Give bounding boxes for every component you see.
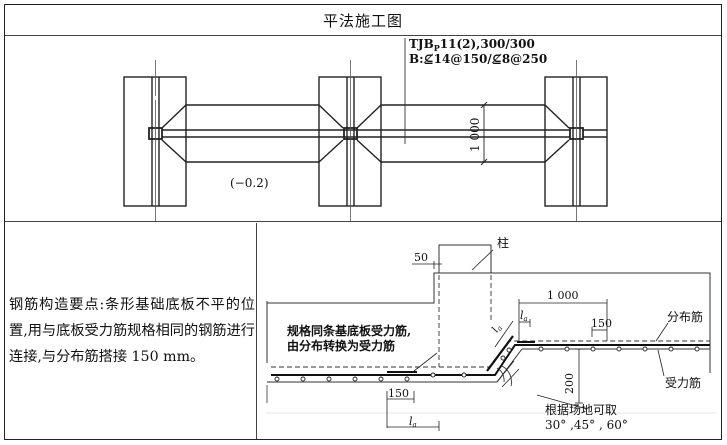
leader-lines (413, 249, 669, 410)
elevation-label: (−0.2) (230, 176, 269, 190)
middle-footing (318, 76, 382, 207)
width-dimension-line (480, 101, 488, 166)
beam-annotation-line2: B:⊈14@150/⊈8@250 (409, 52, 547, 66)
section-view-cell: 柱 50 1 000 150 150 200 la la la 规格同条基底板受… (257, 223, 721, 439)
slope-note-line2: 30° ,45° , 60° (545, 418, 628, 432)
footing-outline (266, 244, 711, 383)
dimension-lines (386, 261, 608, 431)
main-bar-label: 受力筋 (665, 375, 701, 390)
width-dimension-label: 1 000 (468, 118, 482, 152)
title-row: 平法施工图 (5, 5, 721, 36)
beam-annotation-line1: TJBP11(2),300/300 (409, 37, 535, 53)
drawing-table: 平法施工图 (4, 4, 722, 440)
plan-view-drawing: 1 000 TJBP11(2),300/300 B:⊈14@150/⊈8@250… (123, 37, 608, 221)
slope-note-line1: 根据场地可取 (545, 403, 617, 417)
lap-dimension-right-label: 150 (591, 317, 612, 330)
left-callout-line1: 规格同条基底板受力筋, (287, 323, 411, 338)
left-footing (123, 76, 187, 207)
left-callout-line2: 由分布转换为受力筋 (287, 338, 395, 353)
construction-note-cell: 钢筋构造要点:条形基础底板不平的位置,用与底板受力筋规格相同的钢筋进行连接,与分… (5, 223, 257, 439)
section-view-drawing: 柱 50 1 000 150 150 200 la la la 规格同条基底板受… (265, 235, 717, 432)
plan-view-cell: 1 000 TJBP11(2),300/300 B:⊈14@150/⊈8@250… (5, 36, 721, 222)
right-footing (544, 76, 608, 207)
anchor-length-label-bottom: la (409, 415, 417, 429)
column-label: 柱 (497, 235, 509, 250)
dashed-outlines (271, 275, 710, 368)
construction-note-text: 钢筋构造要点:条形基础底板不平的位置,用与底板受力筋规格相同的钢筋进行连接,与分… (9, 297, 255, 365)
plan-outline (123, 76, 608, 207)
axis-lines (154, 60, 577, 221)
height-dimension-label: 200 (563, 373, 576, 394)
lap-dimension-left-label: 150 (388, 387, 409, 400)
distribution-bar-label: 分布筋 (667, 309, 703, 324)
length-dimension-label: 1 000 (547, 289, 579, 302)
offset-dimension-label: 50 (414, 251, 428, 264)
anchor-length-label-slope: la (490, 322, 504, 335)
anchor-length-label-top: la (520, 309, 528, 323)
table-title: 平法施工图 (322, 11, 403, 30)
distribution-bar-dots (274, 346, 700, 382)
main-reinforcement (271, 335, 710, 376)
